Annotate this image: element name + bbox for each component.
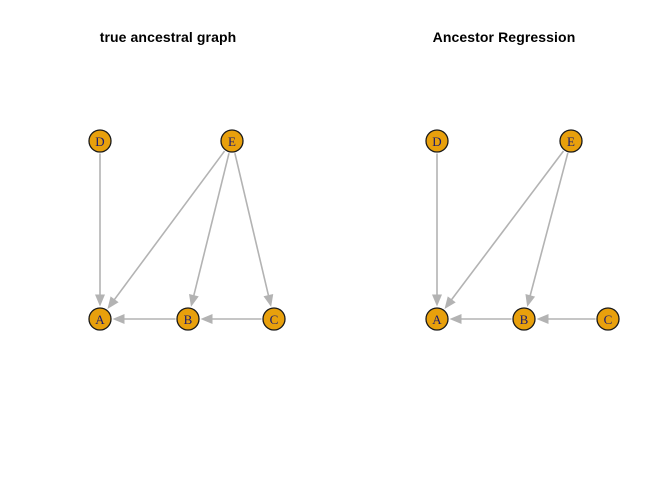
edge-E-to-B [525, 152, 569, 307]
arrowhead-icon [536, 314, 549, 324]
node-A[interactable]: A [425, 307, 449, 331]
node-circle-C[interactable] [262, 307, 286, 331]
node-label-C: C [270, 312, 279, 327]
node-label-A: A [432, 312, 442, 327]
node-D[interactable]: D [425, 129, 449, 153]
node-label-E: E [228, 134, 236, 149]
node-B[interactable]: B [512, 307, 536, 331]
arrowhead-icon [107, 296, 119, 309]
edge-D-to-A [432, 153, 442, 307]
node-C[interactable]: C [262, 307, 286, 331]
arrowhead-icon [200, 314, 213, 324]
edge-E-to-B [189, 152, 230, 307]
arrowhead-icon [449, 314, 462, 324]
edge-C-to-B [536, 314, 596, 324]
node-B[interactable]: B [176, 307, 200, 331]
node-label-A: A [95, 312, 105, 327]
edge-E-to-A [107, 150, 226, 309]
panel-true-ancestral-graph: true ancestral graph D E A B C [88, 29, 286, 331]
node-circle-D[interactable] [425, 129, 449, 153]
node-label-B: B [184, 312, 193, 327]
edge-E-to-A [444, 150, 565, 310]
node-circle-D[interactable] [88, 129, 112, 153]
arrowhead-icon [112, 314, 125, 324]
arrowhead-icon [189, 294, 199, 307]
node-label-D: D [95, 134, 104, 149]
node-C[interactable]: C [596, 307, 620, 331]
node-E[interactable]: E [559, 129, 583, 153]
edge-E-to-C [234, 152, 274, 307]
graph-right: D E A B C [425, 129, 620, 331]
panel-title-right: Ancestor Regression [432, 29, 576, 45]
panel-title-left: true ancestral graph [99, 29, 237, 45]
arrowhead-icon [525, 294, 536, 307]
graph-left: D E A B C [88, 129, 286, 331]
node-label-B: B [520, 312, 529, 327]
node-label-D: D [432, 134, 441, 149]
node-D[interactable]: D [88, 129, 112, 153]
node-circle-C[interactable] [596, 307, 620, 331]
node-label-C: C [604, 312, 613, 327]
node-E[interactable]: E [220, 129, 244, 153]
node-circle-E[interactable] [220, 129, 244, 153]
node-label-E: E [567, 134, 575, 149]
edge-B-to-A [449, 314, 512, 324]
edge-D-to-A [95, 153, 105, 307]
panel-ancestor-regression: Ancestor Regression D E A B C [336, 0, 672, 480]
arrowhead-icon [432, 294, 442, 307]
node-circle-A[interactable] [88, 307, 112, 331]
node-circle-B[interactable] [176, 307, 200, 331]
arrowhead-icon [444, 296, 456, 310]
node-circle-B[interactable] [512, 307, 536, 331]
edge-B-to-A [112, 314, 176, 324]
node-circle-E[interactable] [559, 129, 583, 153]
node-circle-A[interactable] [425, 307, 449, 331]
node-A[interactable]: A [88, 307, 112, 331]
arrowhead-icon [95, 294, 105, 307]
arrowhead-icon [263, 294, 274, 307]
edge-C-to-B [200, 314, 262, 324]
